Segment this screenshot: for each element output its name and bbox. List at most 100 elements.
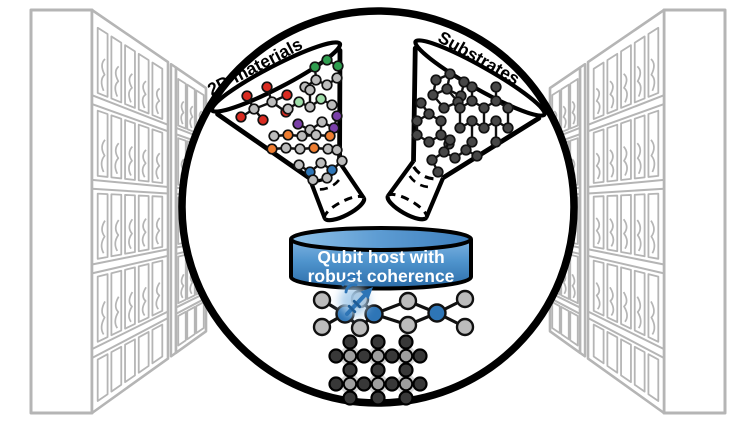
- atom: [308, 142, 320, 154]
- atom: [444, 134, 456, 146]
- rack-slot: [620, 338, 632, 384]
- atom: [281, 89, 293, 101]
- dish-label-line2: robust coherence: [308, 266, 455, 286]
- rack-shelf-line: [549, 297, 581, 315]
- rack-slot-hook: [141, 286, 147, 317]
- rack-slot-hook: [141, 80, 147, 109]
- atom: [370, 390, 386, 406]
- rack-slot: [647, 353, 660, 402]
- atom: [310, 74, 322, 86]
- atom: [294, 143, 306, 155]
- atom: [398, 362, 414, 378]
- rack-slot: [551, 301, 561, 335]
- rack-slot: [137, 194, 150, 253]
- rack-front-face: [29, 8, 94, 415]
- atom: [432, 166, 444, 178]
- atom: [310, 129, 322, 141]
- rack-slot: [633, 269, 646, 337]
- rack-slot-hook: [128, 218, 134, 250]
- atom: [502, 122, 514, 134]
- atom: [331, 110, 343, 122]
- atom: [438, 146, 450, 158]
- rack-slot: [186, 306, 196, 341]
- atom: [466, 81, 478, 93]
- rack-slot: [592, 61, 605, 120]
- atom: [241, 90, 253, 102]
- rack-slot: [606, 263, 619, 324]
- atom: [454, 122, 466, 134]
- rack-slot-hook: [114, 142, 120, 175]
- rack-slot-hook: [622, 291, 628, 323]
- funnel-neck-bottom-fill: [387, 194, 427, 220]
- rack-slot-hook: [180, 273, 185, 299]
- rack-slot-hook: [141, 149, 147, 178]
- rack-slot-hook: [189, 105, 194, 129]
- atom: [398, 334, 414, 350]
- atom: [342, 362, 358, 378]
- rack-slot: [606, 123, 619, 183]
- rack-slot: [151, 195, 164, 250]
- atom: [315, 93, 327, 105]
- atom: [411, 115, 423, 127]
- rack-front-face: [662, 8, 727, 415]
- atom: [455, 317, 475, 337]
- rack-slot: [620, 119, 632, 181]
- atom: [266, 143, 278, 155]
- rack-slot: [151, 128, 164, 184]
- rack-slot-hook: [100, 58, 106, 92]
- molecules-2d-materials: [235, 54, 348, 186]
- rack-slot-hook: [595, 282, 601, 310]
- rack-slot: [96, 109, 109, 178]
- atom: [304, 84, 316, 96]
- rack-slot-hook: [155, 282, 161, 310]
- rack-slot-hook: [609, 149, 615, 178]
- rack-shelf-line: [587, 178, 665, 189]
- rack-slot: [620, 266, 632, 330]
- atom: [438, 102, 450, 114]
- atom: [321, 79, 333, 91]
- atom: [384, 348, 400, 364]
- funnel-neck-bottom-back-dashed: [386, 192, 429, 219]
- rack-slot: [96, 192, 109, 260]
- rack-slot-hook: [180, 100, 185, 125]
- rack-slot: [592, 195, 605, 250]
- molecule-red: [235, 81, 293, 126]
- rack-slot: [110, 35, 123, 104]
- atom: [370, 362, 386, 378]
- rack-slot-hook: [636, 296, 642, 329]
- atom: [455, 289, 475, 309]
- atom: [307, 174, 319, 186]
- spin-qubit-indicator: [339, 275, 373, 316]
- spin-arrow-shaft: [345, 294, 366, 316]
- rack-slot: [633, 193, 646, 258]
- dish-body: [289, 239, 473, 291]
- rack-slot-hook: [128, 291, 134, 323]
- atom: [471, 150, 483, 162]
- atom: [478, 122, 490, 134]
- rack-slot-hook: [155, 87, 161, 115]
- spin-arrow-tick: [352, 299, 362, 309]
- spin-arrow-tick: [347, 304, 357, 314]
- rack-shelf-line: [91, 317, 169, 359]
- rack-slot: [177, 310, 187, 347]
- atom: [328, 348, 344, 364]
- rack-slot: [151, 323, 164, 365]
- atom: [435, 115, 447, 127]
- atom: [435, 129, 447, 141]
- rack-slot: [647, 26, 660, 98]
- atom: [321, 172, 333, 184]
- molecule-orange: [266, 129, 336, 155]
- rack-slot-hook: [650, 139, 656, 173]
- rack-slot: [96, 353, 109, 402]
- atom: [356, 376, 372, 392]
- atom: [490, 115, 502, 127]
- dish-top: [289, 226, 473, 252]
- molecule-substrate-chain: [426, 134, 483, 178]
- molecule-substrate-grid: [427, 68, 470, 114]
- rack-shelf-line: [91, 248, 169, 266]
- atom: [326, 99, 338, 111]
- funnel-neck-bottom-front: [385, 194, 429, 222]
- rack-slot-hook: [100, 301, 106, 335]
- rack-slot: [137, 263, 150, 324]
